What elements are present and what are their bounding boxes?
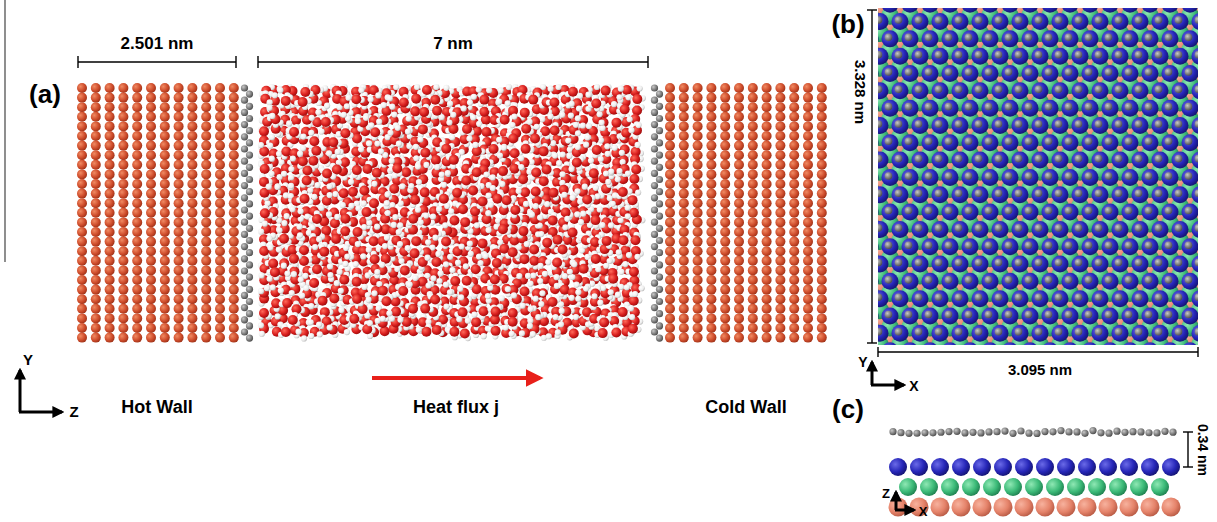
figure-canvas: (a)2.501 nm7 nmYZHot WallHeat flux jCold…: [0, 0, 1217, 522]
